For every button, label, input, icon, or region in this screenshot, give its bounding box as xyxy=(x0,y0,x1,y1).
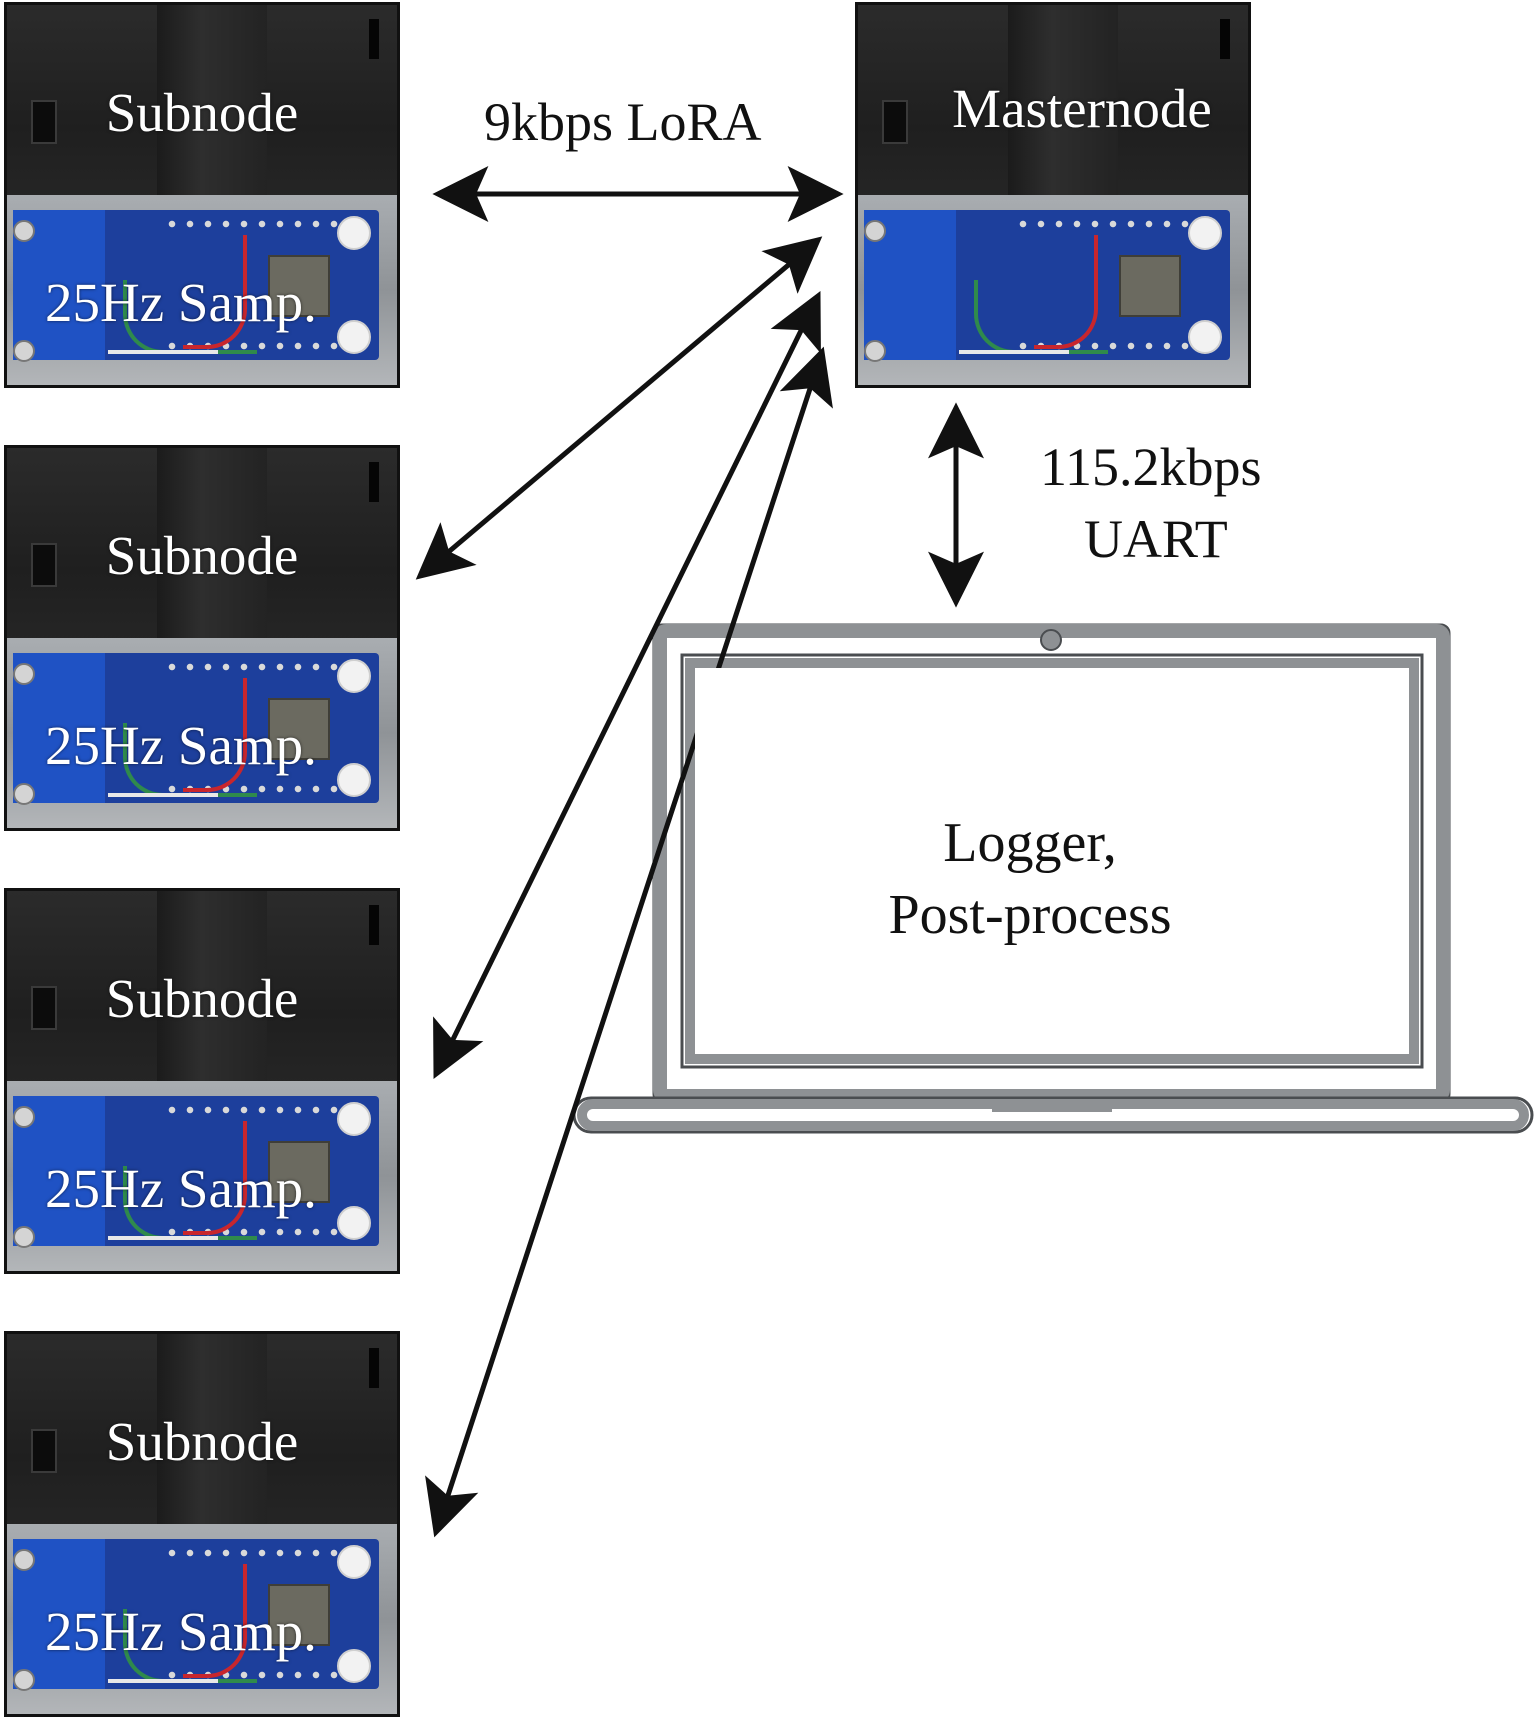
masternode-photo: Masternode xyxy=(855,2,1251,388)
battery-case xyxy=(858,5,1248,210)
lora-module xyxy=(268,255,330,317)
lora-module xyxy=(268,1141,330,1203)
subnode-label: Subnode xyxy=(105,525,299,586)
power-switch xyxy=(882,100,908,144)
lora-module xyxy=(268,1584,330,1646)
battery-case xyxy=(7,1334,397,1539)
circuit-board xyxy=(864,210,1230,360)
subnode-3-photo: Subnode 25Hz Samp. xyxy=(4,888,400,1274)
laptop-screen-line-2: Post-process xyxy=(888,884,1172,946)
lora-link-arrow-4 xyxy=(425,346,833,1538)
sampling-label: 25Hz Samp. xyxy=(45,272,317,333)
battery-case xyxy=(7,5,397,210)
sampling-label: 25Hz Samp. xyxy=(45,715,317,776)
subnode-2-photo: Subnode 25Hz Samp. xyxy=(4,445,400,831)
sampling-label: 25Hz Samp. xyxy=(45,1601,317,1662)
battery-case xyxy=(7,448,397,653)
power-switch xyxy=(31,543,57,587)
power-switch xyxy=(31,1429,57,1473)
power-switch xyxy=(31,100,57,144)
subnode-1-photo: Subnode 25Hz Samp. xyxy=(4,2,400,388)
power-switch xyxy=(31,986,57,1030)
lora-module xyxy=(268,698,330,760)
uart-name-label: UART xyxy=(1084,509,1228,569)
subnode-label: Subnode xyxy=(105,82,299,143)
lora-module xyxy=(1119,255,1181,317)
subnode-label: Subnode xyxy=(105,968,299,1029)
sampling-label: 25Hz Samp. xyxy=(45,1158,317,1219)
circuit-board xyxy=(13,210,379,360)
battery-case xyxy=(7,891,397,1096)
circuit-board xyxy=(13,1096,379,1246)
subnode-4-photo: Subnode 25Hz Samp. xyxy=(4,1331,400,1717)
lora-link-arrow-2 xyxy=(415,236,823,580)
masternode-label: Masternode xyxy=(952,78,1212,139)
lora-rate-label: 9kbps LoRA xyxy=(484,92,762,152)
laptop-screen-line-1: Logger, xyxy=(943,812,1117,874)
subnode-label: Subnode xyxy=(105,1411,299,1472)
circuit-board xyxy=(13,1539,379,1689)
uart-rate-label: 115.2kbps xyxy=(1040,437,1262,497)
